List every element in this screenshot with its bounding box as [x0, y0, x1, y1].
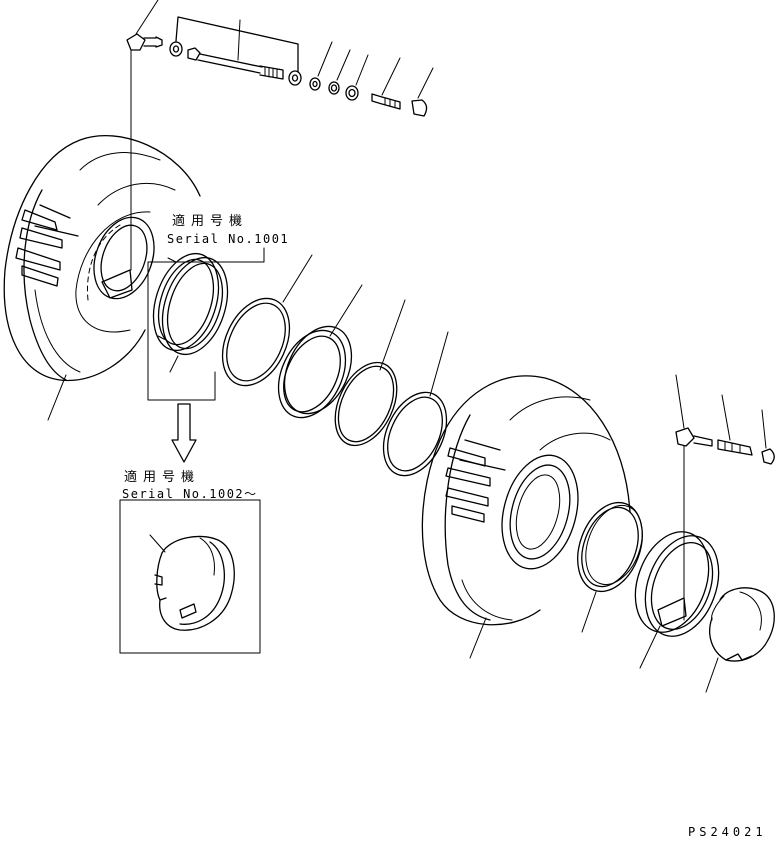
tire-right	[421, 375, 631, 659]
o-ring-large	[334, 299, 406, 447]
drawing-code: PS24021	[688, 825, 767, 839]
lock-nut	[345, 54, 369, 101]
valve-extension-set	[169, 16, 302, 86]
valve-right	[675, 374, 775, 621]
top-hardware-group	[126, 0, 434, 271]
tire-left	[3, 135, 201, 421]
lock-ring-right	[705, 587, 775, 693]
serial-1001-group: 適用号機 Serial No.1001	[147, 213, 289, 463]
serial-label-1002: Serial No.1002〜	[122, 487, 258, 501]
lock-ring-2	[382, 331, 449, 477]
rim-ring-single	[149, 534, 235, 631]
down-arrow	[171, 403, 197, 463]
valve-cap	[411, 67, 434, 117]
serial-heading-1: 適用号機	[172, 213, 248, 229]
rim-ring-right-double	[634, 531, 720, 669]
valve-core	[371, 57, 401, 110]
rim-ring-double	[152, 252, 229, 373]
flange-ring	[277, 284, 363, 419]
rim-ring-right-1	[577, 501, 643, 633]
serial-heading-2: 適用号機	[124, 469, 200, 485]
valve-elbow-top	[126, 0, 163, 271]
lock-ring-1	[221, 254, 313, 387]
washer-small	[309, 41, 333, 91]
serial-1002-box	[119, 499, 261, 654]
o-ring-small	[328, 49, 351, 95]
serial-label-1001: Serial No.1001	[167, 232, 289, 246]
serial-1002-group: 適用号機 Serial No.1002〜	[119, 469, 261, 654]
